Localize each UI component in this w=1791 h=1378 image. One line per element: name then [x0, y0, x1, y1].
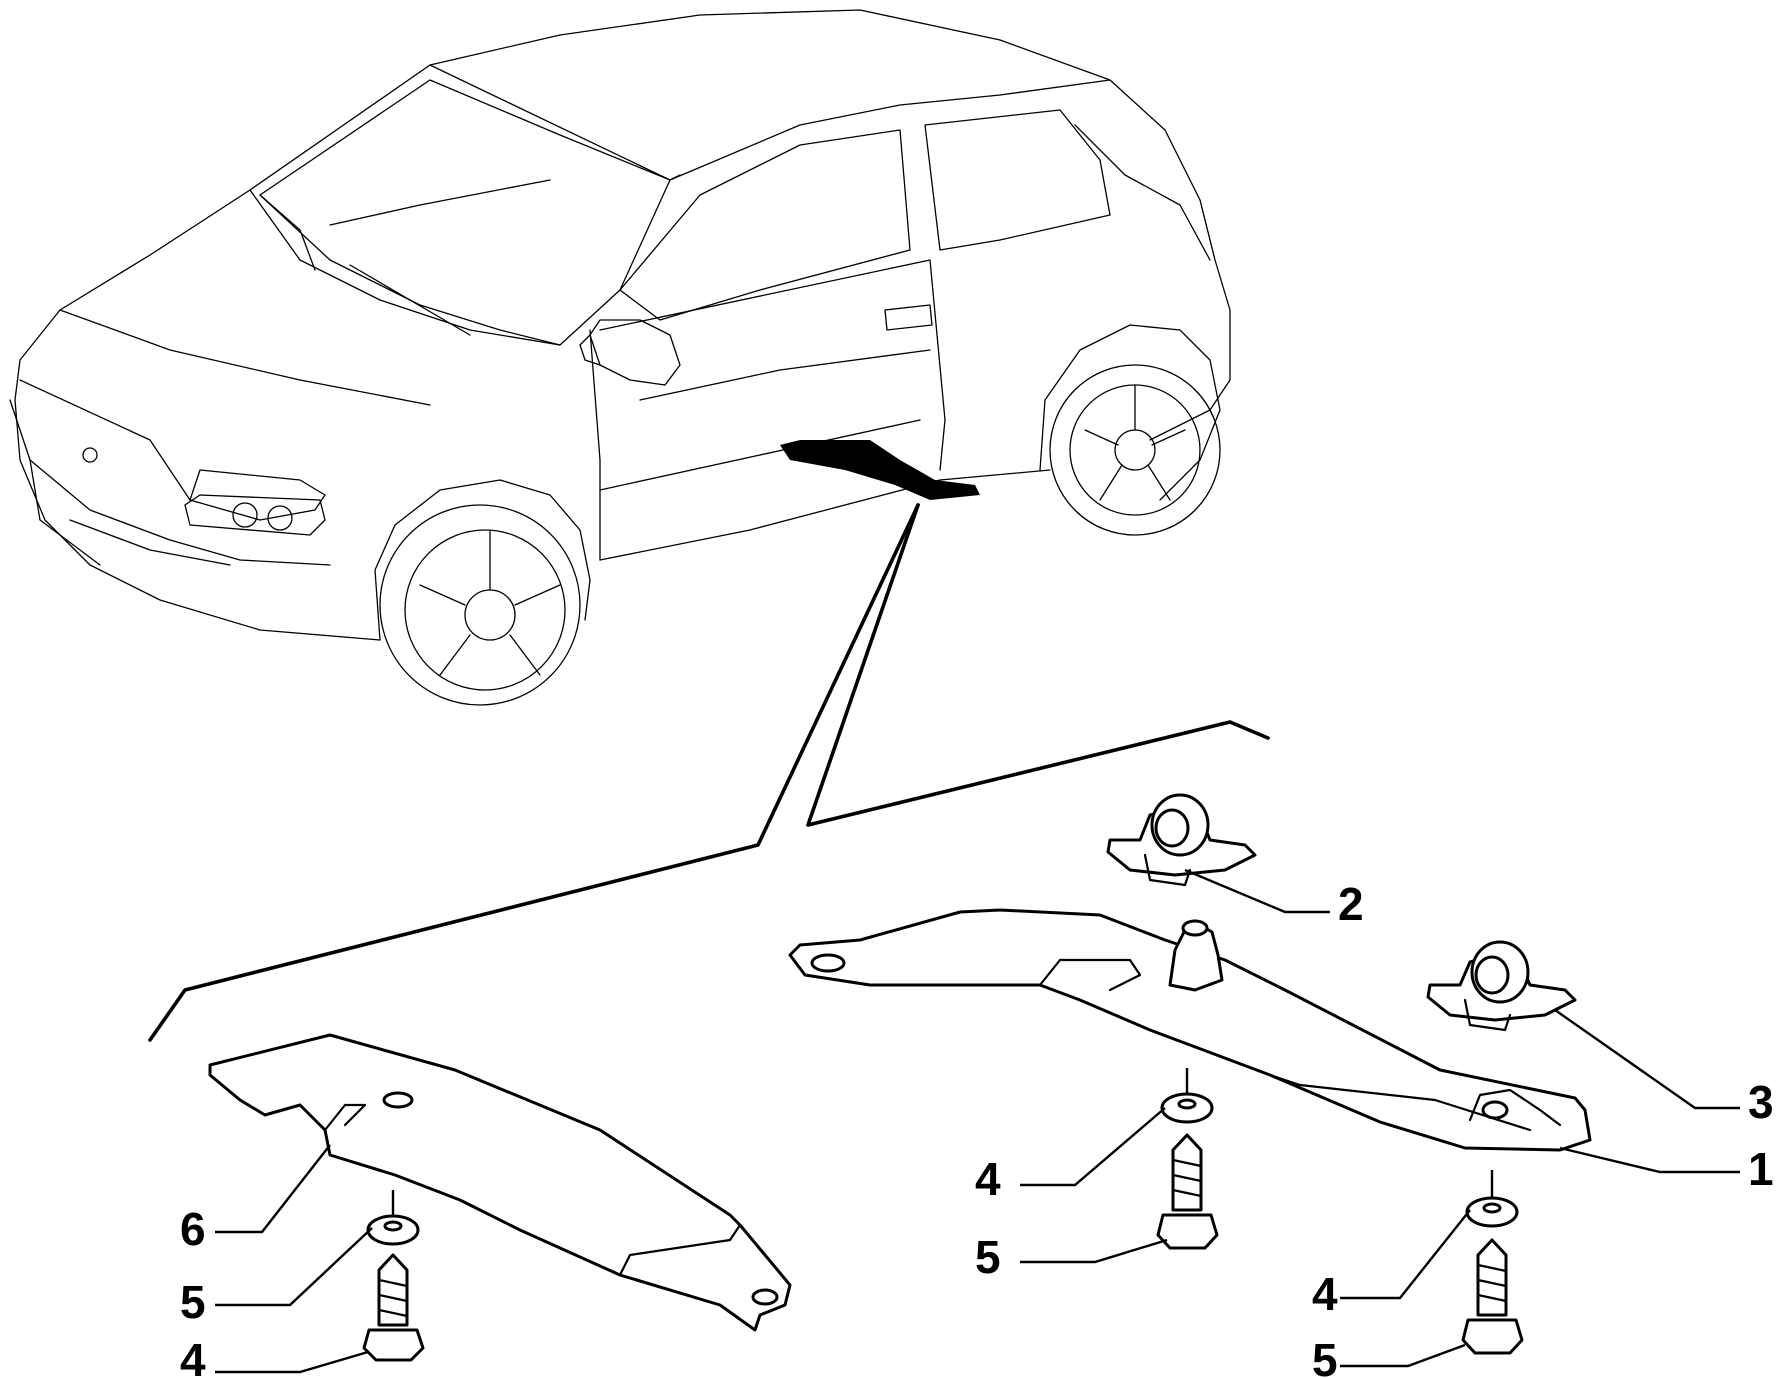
- fastener-group-right: [1461, 1170, 1524, 1355]
- callout-5-middle: 5: [975, 1231, 1001, 1283]
- part-bracket-1: [788, 908, 1592, 1152]
- car-illustration: [9, 9, 1231, 706]
- callout-4-left: 4: [180, 1334, 206, 1378]
- fastener-group-middle: [1156, 1068, 1219, 1250]
- callout-6: 6: [180, 1203, 206, 1255]
- callout-1: 1: [1748, 1143, 1774, 1195]
- callout-leaders: [215, 868, 1740, 1374]
- callout-4-middle: 4: [975, 1153, 1001, 1205]
- part-reinforcement-6: [208, 1033, 792, 1332]
- part-clip-3: [1426, 940, 1577, 1032]
- part-clip-2: [1106, 793, 1257, 887]
- callout-5-right: 5: [1312, 1334, 1338, 1378]
- fastener-group-left: [362, 1190, 425, 1362]
- callout-3: 3: [1748, 1076, 1774, 1128]
- callout-4-right: 4: [1312, 1268, 1338, 1320]
- callout-labels: 2 3 1 4 5 4 5 6 5 4: [180, 878, 1774, 1378]
- callout-5-left: 5: [180, 1276, 206, 1328]
- zoom-leader-lines: [148, 503, 1270, 1042]
- callout-2: 2: [1338, 878, 1364, 930]
